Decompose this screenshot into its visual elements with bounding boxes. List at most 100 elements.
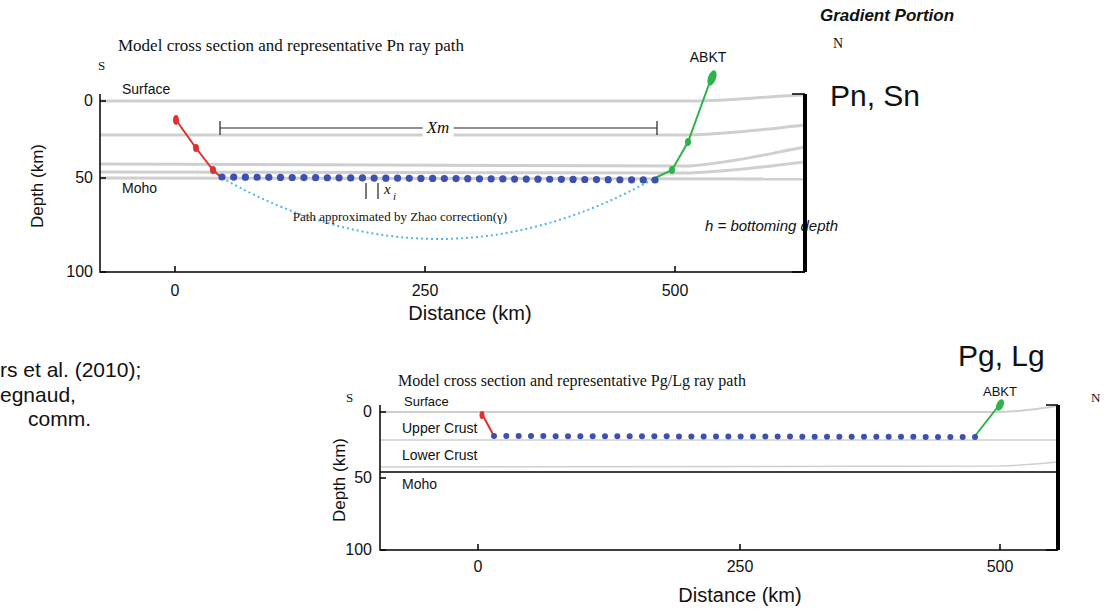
ray-dot [173,115,179,125]
phase-label: Pn, Sn [830,79,920,114]
tick-label: 50 [75,169,93,187]
figure-title: Model cross section and representative P… [118,36,464,56]
path-dot [861,434,867,440]
reference-text: egnaud, [0,383,76,407]
path-dot [441,175,448,182]
path-dot [534,176,541,183]
tick [478,544,1000,550]
curve-label: Path approximated by Zhao correction(γ) [293,210,507,225]
tick-label: 50 [354,469,372,487]
ray-dot [669,166,675,174]
path-dot [300,174,307,181]
path-dot [593,176,600,183]
path-dot [312,174,319,181]
path-dot [836,434,842,440]
path-dot [417,175,424,182]
phase-label: Pg, Lg [958,339,1045,374]
path-dot [242,174,249,181]
path-dot [540,433,546,439]
receiver-dots [669,69,718,174]
path-dot [639,433,645,439]
path-dot [651,433,657,439]
symbol-label: x [384,181,391,198]
path-dot [750,434,756,440]
path-dot [230,173,237,180]
source-dots [173,115,216,174]
path-dot [824,434,830,440]
tick [175,266,675,272]
path-dot [701,433,707,439]
path-dot [664,433,670,439]
path-dot [590,433,596,439]
compass-label: S [98,59,105,74]
layer-label: Moho [122,180,157,196]
axes [100,94,805,272]
axes [380,405,1058,550]
path-dot [511,175,518,182]
frame-edge [803,94,807,272]
path-dot [516,433,522,439]
tick-label: 100 [345,541,372,559]
path-dot [898,434,904,440]
station-label: ABKT [983,385,1017,400]
compass-label: N [833,36,843,52]
path-dot [628,176,635,183]
path-dot [640,176,647,183]
path-dot [923,434,929,440]
tick [792,94,805,272]
path-dot [960,434,966,440]
path-dot [429,175,436,182]
receiver-leg [655,76,712,178]
path-dot [812,434,818,440]
axis-line [380,405,1058,550]
tick-label: 250 [412,282,439,300]
path-dot [577,433,583,439]
dimension-label: Xm [423,118,454,138]
path-dot [725,433,731,439]
path-dot [324,174,331,181]
tick-label: 500 [662,282,689,300]
path-dot [605,176,612,183]
compass-label: N [1091,391,1100,406]
source-leg [176,120,222,178]
layer-lines [380,406,1058,472]
tick-label: 0 [363,403,372,421]
path-dot [277,174,284,181]
path-dot [394,175,401,182]
path-dot [265,174,272,181]
station-dot [706,69,719,87]
path-dot [335,174,342,181]
layer-line [100,162,805,173]
path-dot [651,176,658,183]
panel-note: Gradient Portion [820,6,954,26]
path-dot [688,433,694,439]
ray-dot [210,166,216,174]
pn-path-dots [218,173,658,183]
path-dot [713,433,719,439]
station-dot [994,398,1005,412]
tick-label: 0 [84,92,93,110]
path-dot [947,434,953,440]
path-dot [503,433,509,439]
path-dot [873,434,879,440]
layer-line [380,462,1058,467]
path-dot [406,175,413,182]
tick [380,412,386,550]
path-dot [488,175,495,182]
path-dot [581,176,588,183]
path-dot [359,174,366,181]
path-dot [614,433,620,439]
path-dot [218,173,225,180]
layer-label: Surface [404,395,449,410]
tick-label: 250 [727,558,754,576]
path-dot [676,433,682,439]
path-dot [849,434,855,440]
frame-edge [1056,405,1060,550]
layer-lines [100,95,805,179]
pg-path-dots [491,433,978,440]
axis-title: Depth (km) [28,144,48,228]
tick-label: 0 [171,282,180,300]
zhao-curve [222,178,655,239]
path-dot [602,433,608,439]
